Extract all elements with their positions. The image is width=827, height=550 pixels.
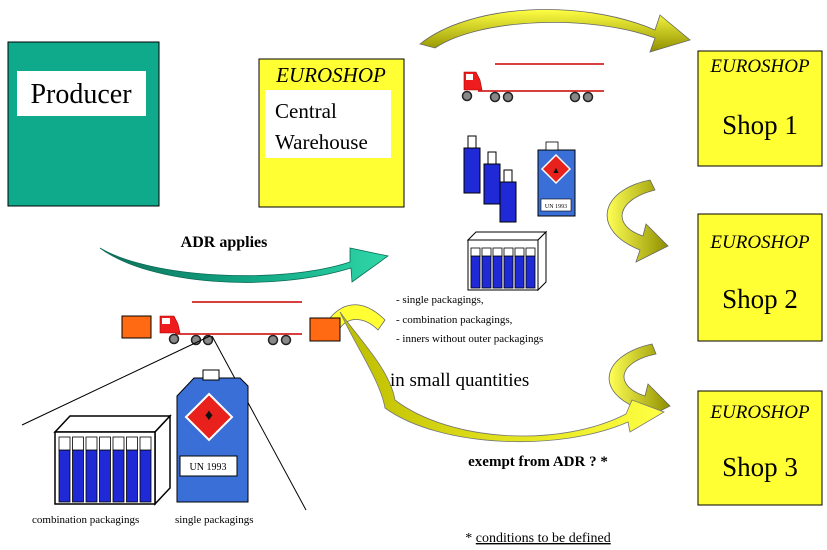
- producer-label: Producer: [30, 79, 132, 110]
- small-quantities-label: in small quantities: [390, 370, 529, 391]
- shop-1-brand: EUROSHOP: [709, 56, 810, 77]
- svg-text:▲: ▲: [552, 165, 561, 175]
- inner-bottle-cap: [58, 436, 71, 451]
- packaging-list-item-2: - combination packagings,: [396, 314, 513, 326]
- inner-bottle: [58, 449, 71, 503]
- un-label-small: UN 1993: [545, 204, 567, 210]
- producer-box: Producer: [7, 41, 160, 207]
- inner-bottle: [85, 449, 98, 503]
- warehouse-line2: Warehouse: [275, 130, 368, 154]
- inner-bottle: [112, 449, 125, 503]
- inner-bottle-cap: [85, 436, 98, 451]
- inner-bottle-cap: [99, 436, 111, 451]
- inner-bottle: [492, 255, 503, 289]
- caption-combination: combination packagings: [32, 514, 139, 526]
- arrow-small-yellow: [329, 304, 386, 331]
- inner-bottle: [99, 449, 111, 503]
- shop-3-label: Shop 3: [722, 452, 798, 482]
- shop-2-box: EUROSHOP Shop 2: [697, 213, 823, 342]
- footnote-star: *: [465, 531, 476, 546]
- zoom-line-right: [211, 335, 307, 511]
- flame-icon: ♦: [205, 407, 213, 424]
- shop-1-label: Shop 1: [722, 110, 798, 140]
- inner-bottle-cap: [503, 247, 514, 257]
- arrow-adr-applies: [99, 247, 389, 283]
- exempt-label: exempt from ADR ? *: [468, 454, 608, 470]
- combination-box-large: [53, 414, 172, 506]
- footnote: * conditions to be defined: [465, 531, 610, 546]
- inner-bottle: [139, 449, 152, 503]
- packaging-list: - single packagings, - combination packa…: [396, 294, 543, 345]
- inner-bottle-cap: [492, 247, 503, 257]
- canister-small: ▲ UN 1993: [537, 141, 576, 217]
- inner-bottle-cap: [126, 436, 138, 451]
- un-label-large: UN 1993: [190, 462, 227, 473]
- shop-3-box: EUROSHOP Shop 3: [697, 390, 823, 506]
- shop-3-brand: EUROSHOP: [709, 402, 810, 423]
- arrow-exempt: [339, 311, 665, 443]
- packaging-list-item-1: - single packagings,: [396, 294, 484, 306]
- inner-bottle-cap: [112, 436, 125, 451]
- zoom-line-left: [21, 335, 211, 426]
- inner-bottle: [481, 255, 492, 289]
- packaging-list-item-3: - inners without outer packagings: [396, 333, 543, 345]
- inner-bottle: [514, 255, 525, 289]
- caption-single: single packagings: [175, 514, 254, 526]
- arrow-to-shop-2: [606, 179, 669, 263]
- central-warehouse-box: EUROSHOP Central Warehouse: [258, 58, 405, 208]
- inner-bottle: [470, 255, 481, 289]
- inner-bottle-cap: [525, 247, 536, 257]
- truck-lower: [121, 301, 341, 346]
- inner-bottle-cap: [72, 436, 84, 451]
- arrow-to-shop-1: [419, 9, 691, 53]
- gas-cylinders: [463, 135, 517, 223]
- footnote-text: conditions to be defined: [476, 531, 611, 546]
- inner-bottle: [72, 449, 84, 503]
- inner-bottle-cap: [481, 247, 492, 257]
- shop-2-brand: EUROSHOP: [709, 232, 810, 253]
- combination-box-small: [466, 230, 548, 292]
- inner-bottle-cap: [139, 436, 152, 451]
- shop-2-label: Shop 2: [722, 284, 798, 314]
- warehouse-line1: Central: [275, 99, 337, 123]
- inner-bottle: [503, 255, 514, 289]
- inner-bottle-cap: [514, 247, 525, 257]
- inner-bottle: [126, 449, 138, 503]
- shop-1-box: EUROSHOP Shop 1: [697, 50, 823, 167]
- inner-bottle: [525, 255, 536, 289]
- inner-bottle-cap: [470, 247, 481, 257]
- truck-top: [461, 63, 604, 103]
- adr-applies-label: ADR applies: [181, 234, 268, 251]
- canister-large: ♦ UN 1993: [176, 369, 249, 503]
- warehouse-brand: EUROSHOP: [275, 63, 386, 87]
